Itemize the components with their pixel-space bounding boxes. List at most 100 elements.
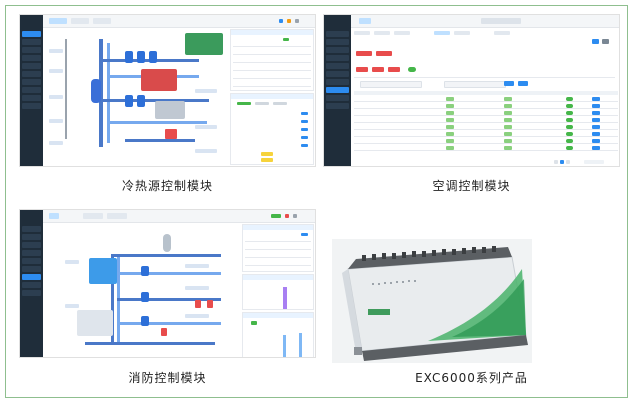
tab[interactable]: [71, 18, 89, 24]
control-button[interactable]: [273, 102, 287, 105]
sidebar-item[interactable]: [22, 250, 41, 256]
tab[interactable]: [107, 213, 127, 219]
reset-button[interactable]: [518, 81, 528, 86]
settings-icon[interactable]: [293, 214, 297, 218]
sidebar-item[interactable]: [326, 87, 349, 93]
sidebar-item[interactable]: [22, 63, 41, 69]
table-row[interactable]: [354, 122, 618, 123]
sidebar-item[interactable]: [22, 55, 41, 61]
sidebar-item[interactable]: [22, 39, 41, 45]
search-input[interactable]: [444, 81, 506, 88]
sidebar-item[interactable]: [22, 258, 41, 264]
filter-button[interactable]: [372, 67, 384, 72]
sidebar-item[interactable]: [22, 290, 41, 296]
edit-button[interactable]: [592, 111, 600, 115]
sidebar-item[interactable]: [326, 71, 349, 77]
pump-icon[interactable]: [137, 51, 145, 63]
action-button[interactable]: [301, 128, 308, 131]
tab[interactable]: [49, 213, 59, 219]
filter-button[interactable]: [356, 51, 372, 56]
action-button[interactable]: [301, 112, 308, 115]
pump-icon[interactable]: [141, 316, 149, 326]
tab[interactable]: [374, 31, 390, 35]
sidebar-item[interactable]: [326, 103, 349, 109]
edit-button[interactable]: [592, 146, 600, 150]
sidebar-item[interactable]: [22, 266, 41, 272]
tab[interactable]: [354, 31, 370, 35]
toggle-switch[interactable]: [566, 97, 573, 101]
filter-button[interactable]: [356, 67, 368, 72]
tab[interactable]: [83, 213, 103, 219]
tab[interactable]: [359, 18, 371, 24]
toggle-switch[interactable]: [566, 111, 573, 115]
sidebar-item[interactable]: [22, 282, 41, 288]
sidebar-item[interactable]: [326, 47, 349, 53]
pump-icon[interactable]: [149, 51, 157, 63]
control-button[interactable]: [255, 102, 269, 105]
toggle-switch[interactable]: [566, 132, 573, 136]
table-row[interactable]: [354, 129, 618, 130]
settings-icon[interactable]: [295, 19, 299, 23]
sidebar-item[interactable]: [22, 226, 41, 232]
sidebar-item[interactable]: [326, 95, 349, 101]
filter-button[interactable]: [388, 67, 400, 72]
toggle-switch[interactable]: [408, 67, 416, 72]
cooling-tower-icon[interactable]: [185, 33, 223, 55]
toggle-switch[interactable]: [566, 125, 573, 129]
toggle-switch[interactable]: [566, 104, 573, 108]
edit-button[interactable]: [592, 125, 600, 129]
sidebar-item[interactable]: [22, 242, 41, 248]
sidebar-item[interactable]: [22, 95, 41, 101]
tab[interactable]: [454, 31, 470, 35]
valve-icon[interactable]: [165, 129, 177, 139]
sidebar-item[interactable]: [326, 79, 349, 85]
sidebar-item[interactable]: [22, 71, 41, 77]
table-row[interactable]: [354, 150, 618, 151]
reservoir-icon[interactable]: [77, 310, 113, 336]
tab[interactable]: [93, 18, 111, 24]
valve-icon[interactable]: [161, 328, 167, 336]
action-button[interactable]: [301, 136, 308, 139]
action-button[interactable]: [301, 120, 308, 123]
control-button[interactable]: [237, 102, 251, 105]
toggle-switch[interactable]: [566, 139, 573, 143]
pagination[interactable]: [554, 159, 614, 165]
sidebar-item[interactable]: [22, 103, 41, 109]
action-button[interactable]: [301, 144, 308, 147]
sidebar-item[interactable]: [22, 31, 41, 37]
tab[interactable]: [494, 31, 510, 35]
table-row[interactable]: [354, 136, 618, 137]
tab[interactable]: [481, 18, 521, 24]
user-icon[interactable]: [279, 19, 283, 23]
sidebar-item[interactable]: [326, 55, 349, 61]
search-button[interactable]: [504, 81, 514, 86]
pump-icon[interactable]: [125, 51, 133, 63]
edit-button[interactable]: [592, 118, 600, 122]
water-tank-icon[interactable]: [89, 258, 117, 284]
filter-button[interactable]: [376, 51, 392, 56]
table-row[interactable]: [354, 101, 618, 102]
tab[interactable]: [394, 31, 410, 35]
tab[interactable]: [434, 31, 450, 35]
sidebar-item[interactable]: [326, 31, 349, 37]
table-row[interactable]: [354, 115, 618, 116]
pump-icon[interactable]: [141, 266, 149, 276]
toggle-switch[interactable]: [566, 118, 573, 122]
table-row[interactable]: [354, 108, 618, 109]
table-row[interactable]: [354, 143, 618, 144]
sidebar-item[interactable]: [326, 63, 349, 69]
search-input[interactable]: [360, 81, 422, 88]
alarm-icon[interactable]: [285, 214, 289, 218]
pressure-tank-icon[interactable]: [163, 234, 171, 252]
sidebar-item[interactable]: [22, 79, 41, 85]
chiller-icon[interactable]: [141, 69, 177, 91]
pump-icon[interactable]: [141, 292, 149, 302]
edit-button[interactable]: [592, 97, 600, 101]
edit-button[interactable]: [592, 132, 600, 136]
sidebar-item[interactable]: [22, 234, 41, 240]
valve-icon[interactable]: [207, 300, 213, 308]
pump-icon[interactable]: [125, 95, 133, 107]
sidebar-item[interactable]: [22, 274, 41, 280]
sidebar-item[interactable]: [326, 39, 349, 45]
tank-icon[interactable]: [91, 79, 101, 103]
